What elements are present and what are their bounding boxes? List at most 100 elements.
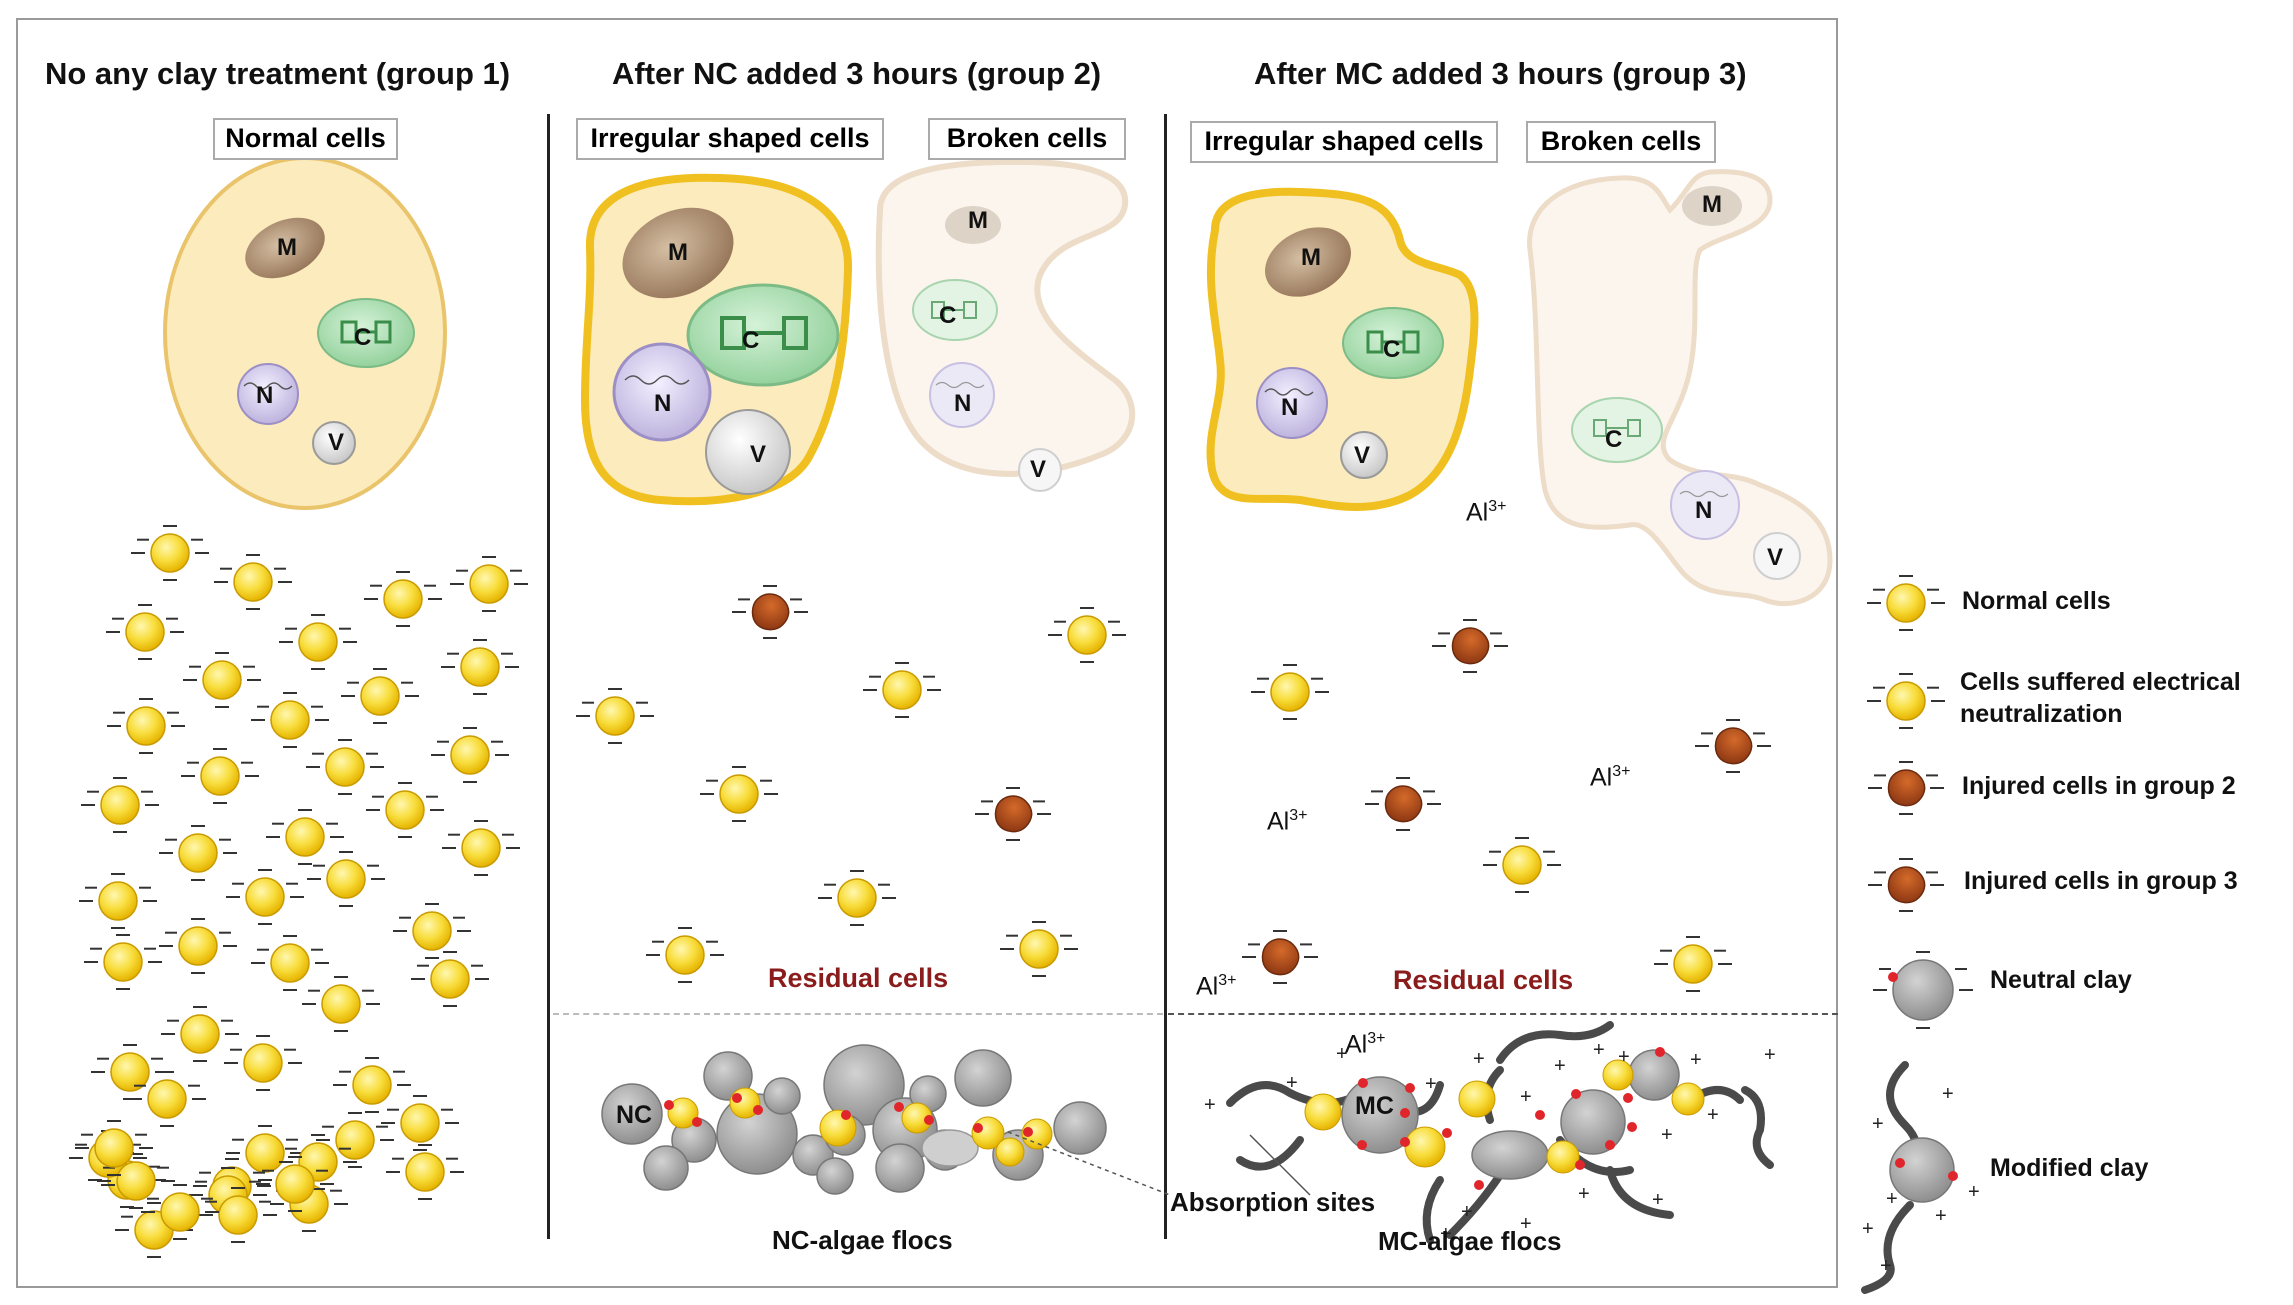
- organelle-label-chloro: C: [1605, 426, 1623, 453]
- normal-algae-cell: [1483, 837, 1561, 893]
- organelle-label-vacuole: V: [1767, 544, 1784, 571]
- normal-algae-cell: [1000, 921, 1078, 977]
- absorption-site: [1627, 1122, 1637, 1132]
- polymer-chain: [1422, 1176, 1444, 1244]
- absorption-site: [1357, 1140, 1367, 1150]
- normal-algae-cell: [75, 1120, 153, 1176]
- organelle-label-chloro: C: [742, 327, 760, 354]
- normal-algae-cell: [226, 869, 304, 925]
- divider-1-2: [547, 114, 550, 1239]
- normal-algae-cell: [183, 652, 261, 708]
- clay-particle: [816, 1157, 854, 1195]
- normal-algae-cell: [364, 571, 442, 627]
- nc-particle: [601, 1083, 663, 1145]
- normal-algae-cell: [181, 748, 259, 804]
- positive-charge: +: [1520, 1086, 1532, 1108]
- normal-algae-cell: [700, 766, 778, 822]
- svg-text:+: +: [1862, 1218, 1874, 1240]
- positive-charge: +: [1461, 1201, 1473, 1223]
- mc-particle: [1341, 1076, 1419, 1154]
- group3-title: After MC added 3 hours (group 3): [1254, 56, 1747, 91]
- normal-algae-cell: [106, 604, 184, 660]
- normal-algae-cell: [393, 903, 471, 959]
- normal-algae-cell: [366, 782, 444, 838]
- legend-neutral-clay-icon: [1873, 951, 1973, 1029]
- positive-charge: +: [1690, 1049, 1702, 1071]
- clay-particle: [921, 1129, 979, 1167]
- normal-cell-group1: [163, 156, 447, 510]
- positive-charge: +: [1578, 1183, 1590, 1205]
- neutralized-cell: [1602, 1059, 1634, 1091]
- normal-algae-cell: [224, 1035, 302, 1091]
- flocs-separator-group3: [1168, 1013, 1838, 1015]
- normal-algae-cell: [381, 1095, 459, 1151]
- normal-algae-cell: [159, 825, 237, 881]
- group2-residual-label: Residual cells: [768, 963, 949, 993]
- normal-algae-cell: [159, 918, 237, 974]
- legend-modified-clay: Modified clay: [1990, 1154, 2149, 1182]
- normal-algae-cell: [307, 851, 385, 907]
- normal-algae-cell: [1048, 607, 1126, 663]
- normal-algae-cell: [306, 739, 384, 795]
- al-ion: Al3+: [1466, 498, 1507, 527]
- normal-algae-cell: [79, 873, 157, 929]
- group1-title: No any clay treatment (group 1): [45, 56, 511, 91]
- polymer-chain: [1236, 1136, 1304, 1171]
- organelle-label-chloro: C: [939, 302, 957, 329]
- normal-algae-cell: [251, 935, 329, 991]
- neutralized-cell: [1304, 1093, 1342, 1131]
- normal-algae-cell: [214, 554, 292, 610]
- normal-algae-cell: [431, 727, 509, 783]
- svg-text:+: +: [1968, 1181, 1980, 1203]
- positive-charge: +: [1618, 1046, 1630, 1068]
- organelle-label-nucleus: N: [1695, 497, 1713, 524]
- clay-particle: [875, 1143, 925, 1193]
- absorption-site: [1623, 1093, 1633, 1103]
- legend-neutralized-cells: Cells suffered electrical neutralization: [1960, 668, 2241, 728]
- legend-injured-group2-icon: [1868, 761, 1944, 815]
- normal-algae-cell: [863, 662, 941, 718]
- normal-algae-cell: [81, 777, 159, 833]
- mc-clay-label: MC: [1355, 1092, 1394, 1120]
- absorption-site: [1023, 1127, 1033, 1137]
- organelle-label-nucleus: N: [256, 382, 274, 409]
- svg-text:+: +: [1935, 1205, 1947, 1227]
- legend-neutral-clay: Neutral clay: [1990, 966, 2132, 994]
- legend-injured-group3-icon: [1868, 858, 1944, 912]
- group2-broken-box: Broken cells: [928, 118, 1126, 160]
- legend-modified-clay-icon: +++++++: [1861, 1061, 1980, 1294]
- organelle-label-mito: M: [1301, 244, 1321, 271]
- normal-algae-cell: [576, 688, 654, 744]
- group3-irregular-box: Irregular shaped cells: [1190, 121, 1498, 163]
- polymer-chain: [1226, 1081, 1364, 1107]
- organelle-label-chloro: C: [354, 324, 372, 351]
- absorption-site: [1535, 1110, 1545, 1120]
- normal-algae-cell: [646, 927, 724, 983]
- organelle-label-mito: M: [968, 207, 988, 234]
- normal-algae-cell: [266, 809, 344, 865]
- injured-cell: [1242, 930, 1318, 984]
- normal-algae-cell: [161, 1006, 239, 1062]
- absorption-site: [664, 1100, 674, 1110]
- nc-algae-flocs-label: NC-algae flocs: [772, 1225, 953, 1255]
- irregular-cell-group2: [580, 173, 853, 506]
- injured-cell: [732, 585, 808, 639]
- normal-algae-cell: [251, 692, 329, 748]
- organelle-label-vacuole: V: [1030, 456, 1047, 483]
- normal-algae-cell: [141, 1184, 219, 1240]
- positive-charge: +: [1593, 1039, 1605, 1061]
- polymer-chain: [1741, 1086, 1774, 1169]
- absorption-site: [1442, 1128, 1452, 1138]
- absorption-site: [1605, 1140, 1615, 1150]
- group3-broken-box: Broken cells: [1526, 121, 1716, 163]
- clay-particle: [643, 1145, 689, 1191]
- absorption-site: [894, 1102, 904, 1112]
- normal-algae-cell: [333, 1057, 411, 1113]
- nc-clay-label: NC: [616, 1101, 653, 1129]
- normal-algae-cell: [91, 1044, 169, 1100]
- neutralized-cell: [1458, 1080, 1496, 1118]
- positive-charge: +: [1764, 1044, 1776, 1066]
- al-ion: Al3+: [1196, 972, 1237, 1001]
- normal-algae-cell: [442, 820, 520, 876]
- normal-algae-cell: [107, 698, 185, 754]
